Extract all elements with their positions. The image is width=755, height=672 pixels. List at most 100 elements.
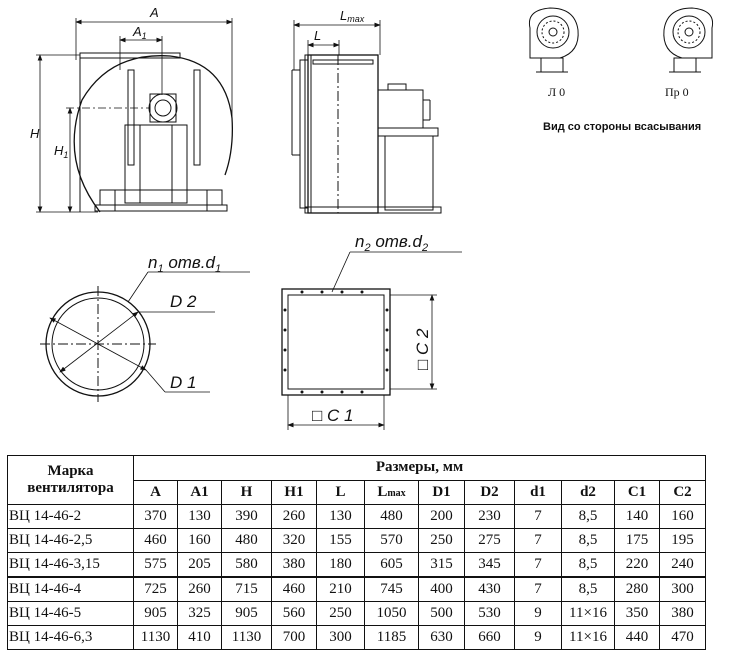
value-cell: 195 — [659, 528, 706, 553]
column-header-c1: C1 — [614, 479, 660, 505]
value-cell: 160 — [659, 504, 706, 529]
value-cell: 410 — [177, 625, 222, 650]
rotation-left-icon — [528, 7, 579, 73]
value-cell: 320 — [271, 528, 317, 553]
value-cell: 8,5 — [561, 552, 615, 578]
inlet-flange-view — [40, 271, 250, 402]
value-cell: 1130 — [221, 625, 272, 650]
value-cell: 480 — [221, 528, 272, 553]
value-cell: 8,5 — [561, 576, 615, 602]
value-cell: 430 — [464, 576, 515, 602]
value-cell: 9 — [514, 601, 562, 626]
value-cell: 905 — [221, 601, 272, 626]
front-view — [73, 52, 233, 213]
rotation-right-label: Пр 0 — [665, 85, 689, 99]
value-cell: 390 — [221, 504, 272, 529]
value-cell: 250 — [418, 528, 465, 553]
value-cell: 130 — [316, 504, 365, 529]
value-cell: 300 — [659, 576, 706, 602]
value-cell: 260 — [271, 504, 317, 529]
value-cell: 725 — [133, 576, 178, 602]
value-cell: 300 — [316, 625, 365, 650]
value-cell: 140 — [614, 504, 660, 529]
column-header-d1: d1 — [514, 479, 562, 505]
value-cell: 160 — [177, 528, 222, 553]
value-cell: 745 — [364, 576, 419, 602]
value-cell: 7 — [514, 504, 562, 529]
column-header-lmax: Lmax — [364, 479, 419, 505]
value-cell: 180 — [316, 552, 365, 578]
column-header-d1: D1 — [418, 479, 465, 505]
value-cell: 905 — [133, 601, 178, 626]
value-cell: 660 — [464, 625, 515, 650]
column-header-a: A — [133, 479, 178, 505]
value-cell: 205 — [177, 552, 222, 578]
model-cell: ВЦ 14-46-2,5 — [7, 528, 134, 553]
model-cell: ВЦ 14-46-4 — [7, 576, 134, 602]
dim-L-label: L — [314, 28, 321, 43]
value-cell: 530 — [464, 601, 515, 626]
value-cell: 11×16 — [561, 601, 615, 626]
side-view — [291, 54, 442, 214]
value-cell: 560 — [271, 601, 317, 626]
value-cell: 220 — [614, 552, 660, 578]
value-cell: 380 — [271, 552, 317, 578]
column-header-l: L — [316, 479, 365, 505]
value-cell: 7 — [514, 576, 562, 602]
outlet-flange-view — [281, 251, 462, 430]
value-cell: 280 — [614, 576, 660, 602]
value-cell: 345 — [464, 552, 515, 578]
value-cell: 9 — [514, 625, 562, 650]
value-cell: 370 — [133, 504, 178, 529]
column-header-a1: A1 — [177, 479, 222, 505]
value-cell: 11×16 — [561, 625, 615, 650]
value-cell: 325 — [177, 601, 222, 626]
value-cell: 8,5 — [561, 528, 615, 553]
value-cell: 1050 — [364, 601, 419, 626]
value-cell: 715 — [221, 576, 272, 602]
value-cell: 7 — [514, 552, 562, 578]
dim-H1-label: H1 — [54, 143, 68, 160]
inlet-D1-label: D 1 — [170, 373, 196, 392]
value-cell: 1185 — [364, 625, 419, 650]
model-cell: ВЦ 14-46-6,3 — [7, 625, 134, 650]
value-cell: 210 — [316, 576, 365, 602]
value-cell: 130 — [177, 504, 222, 529]
value-cell: 200 — [418, 504, 465, 529]
outlet-C2-label: □ C 2 — [413, 328, 432, 370]
sizes-header: Размеры, мм — [133, 455, 706, 481]
dim-A-label: A — [149, 5, 159, 20]
value-cell: 1130 — [133, 625, 178, 650]
dim-A1-label: A1 — [132, 24, 147, 41]
outlet-C1-label: □ C 1 — [312, 406, 353, 425]
value-cell: 350 — [614, 601, 660, 626]
value-cell: 8,5 — [561, 504, 615, 529]
value-cell: 380 — [659, 601, 706, 626]
value-cell: 460 — [271, 576, 317, 602]
dim-Lmax-label: Lmax — [340, 8, 365, 24]
value-cell: 460 — [133, 528, 178, 553]
technical-drawing: A A1 H H1 Lmax L — [30, 5, 714, 430]
value-cell: 7 — [514, 528, 562, 553]
value-cell: 250 — [316, 601, 365, 626]
value-cell: 605 — [364, 552, 419, 578]
value-cell: 400 — [418, 576, 465, 602]
value-cell: 575 — [133, 552, 178, 578]
value-cell: 570 — [364, 528, 419, 553]
model-cell: ВЦ 14-46-5 — [7, 601, 134, 626]
rotation-caption: Вид со стороны всасывания — [543, 121, 701, 133]
model-cell: ВЦ 14-46-2 — [7, 504, 134, 529]
model-cell: ВЦ 14-46-3,15 — [7, 552, 134, 578]
outlet-holes-label: n2 отв.d2 — [355, 232, 428, 254]
rotation-right-icon — [663, 7, 714, 73]
value-cell: 275 — [464, 528, 515, 553]
rotation-left-label: Л 0 — [548, 85, 565, 99]
value-cell: 480 — [364, 504, 419, 529]
inlet-holes-label: n1 отв.d1 — [148, 253, 221, 275]
value-cell: 315 — [418, 552, 465, 578]
